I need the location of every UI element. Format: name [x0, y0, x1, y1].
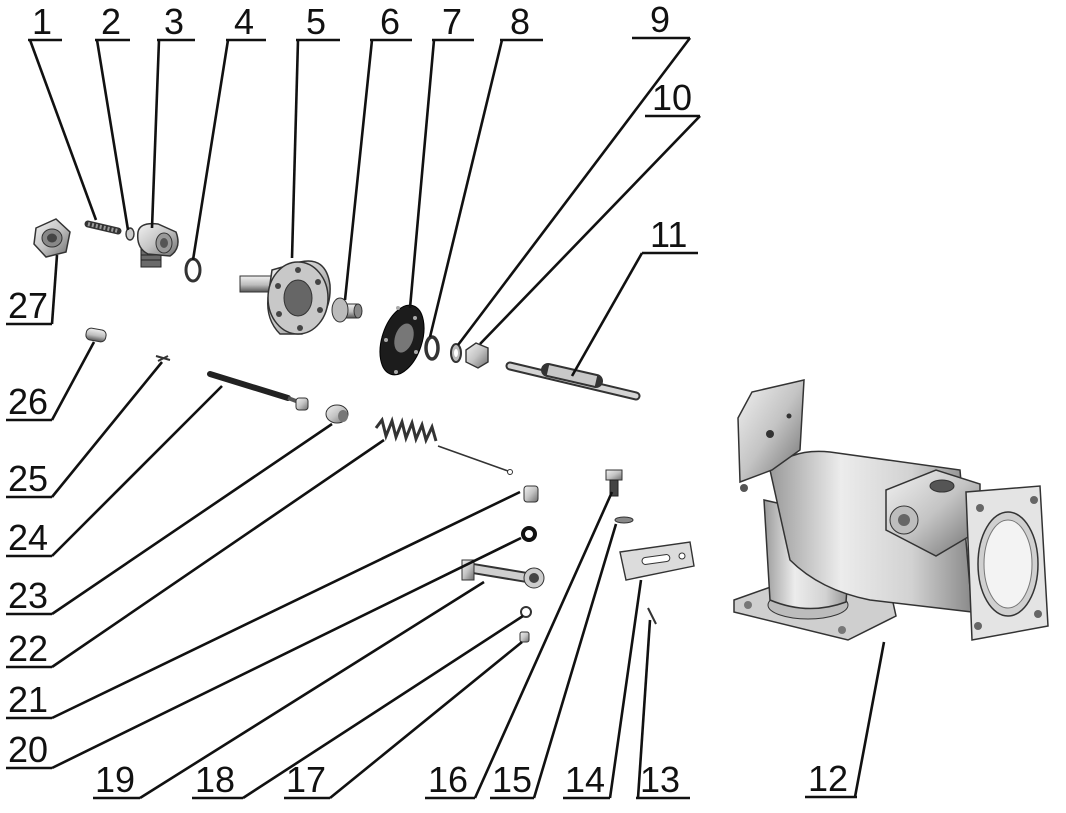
part-10-nut — [465, 342, 489, 369]
callout-9: 9 — [650, 0, 670, 40]
callout-16: 16 — [428, 759, 468, 800]
part-25-clip — [155, 355, 171, 362]
part-7-diaphragm — [379, 304, 425, 376]
callout-10: 10 — [652, 77, 692, 118]
part-2-washer — [125, 227, 135, 241]
part-15-pin — [614, 516, 634, 524]
callout-5: 5 — [306, 1, 326, 42]
callout-12: 12 — [808, 758, 848, 799]
part-5-flange-shaft — [239, 260, 331, 335]
callout-11: 11 — [650, 214, 687, 255]
part-9-washer — [450, 343, 462, 363]
part-18-washer — [520, 606, 532, 618]
callout-23: 23 — [8, 575, 48, 616]
part-6-bushing — [331, 297, 363, 323]
callout-14: 14 — [565, 759, 605, 800]
part-17-screw — [519, 631, 530, 643]
callout-26: 26 — [8, 381, 48, 422]
callout-15: 15 — [492, 759, 532, 800]
part-8-washer — [424, 335, 440, 361]
callout-18: 18 — [195, 759, 235, 800]
part-23-plug — [325, 404, 349, 424]
callout-2: 2 — [101, 1, 121, 42]
leader-lines — [28, 37, 886, 800]
part-21-plug — [523, 485, 539, 503]
callout-1: 1 — [32, 1, 52, 42]
part-22-spring — [374, 416, 513, 475]
callout-8: 8 — [510, 1, 530, 42]
callout-20: 20 — [8, 729, 48, 770]
part-24-long-bolt — [207, 371, 309, 411]
callout-3: 3 — [164, 1, 184, 42]
callout-27: 27 — [8, 285, 48, 326]
part-19-lever — [461, 559, 545, 589]
part-13-pin — [647, 607, 657, 625]
callout-4: 4 — [234, 1, 254, 42]
callout-25: 25 — [8, 458, 48, 499]
part-3-banjo-fitting — [136, 222, 179, 268]
part-12-valve-body — [733, 379, 1049, 641]
part-16-bolt — [605, 469, 623, 497]
part-26-sleeve — [85, 327, 107, 343]
callout-17: 17 — [286, 759, 326, 800]
callout-7: 7 — [442, 1, 462, 42]
part-4-o-ring — [184, 257, 202, 283]
part-11-spindle — [505, 361, 641, 401]
callout-19: 19 — [95, 759, 135, 800]
part-14-plate — [619, 541, 695, 581]
callout-underlines — [6, 36, 857, 800]
callout-6: 6 — [380, 1, 400, 42]
part-20-o-ring — [521, 526, 537, 542]
part-27-nut — [33, 218, 71, 258]
callout-22: 22 — [8, 628, 48, 669]
part-1-stud — [84, 220, 122, 235]
callout-24: 24 — [8, 517, 48, 558]
callout-numbers: 1 2 3 4 5 6 7 8 9 10 11 12 13 14 15 16 1… — [8, 0, 848, 800]
callout-21: 21 — [8, 679, 48, 720]
callout-13: 13 — [640, 759, 680, 800]
